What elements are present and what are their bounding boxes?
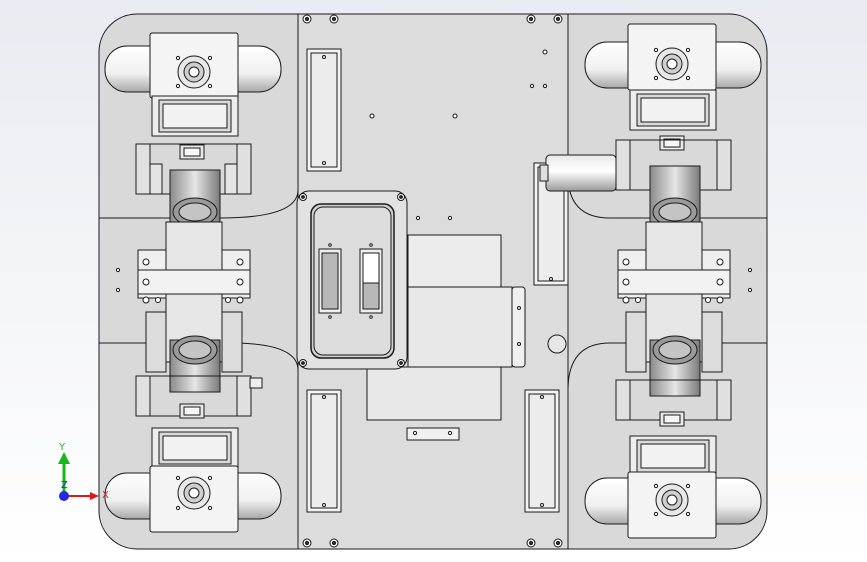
axis-triad: Y X Z — [58, 442, 109, 501]
corner-screws — [302, 14, 563, 548]
x-axis-arrowhead — [90, 492, 99, 500]
y-axis-label: Y — [58, 442, 66, 453]
bottom-left-slot — [306, 389, 342, 513]
x-axis-label: X — [102, 490, 109, 501]
z-axis-dot — [59, 491, 69, 501]
control-panel — [296, 190, 408, 370]
left-top-wheel-module — [104, 32, 282, 231]
left-bottom-wheel-module — [104, 335, 282, 533]
top-left-slot — [306, 48, 342, 172]
electronics-box — [366, 234, 526, 441]
y-axis-arrowhead — [58, 452, 70, 464]
bottom-right-slot — [524, 389, 560, 513]
right-bottom-wheel-module — [584, 335, 762, 539]
mounting-holes — [115, 49, 753, 354]
z-axis-label: Z — [61, 480, 68, 491]
right-top-wheel-module — [584, 23, 762, 229]
right-hip-block — [617, 221, 731, 373]
